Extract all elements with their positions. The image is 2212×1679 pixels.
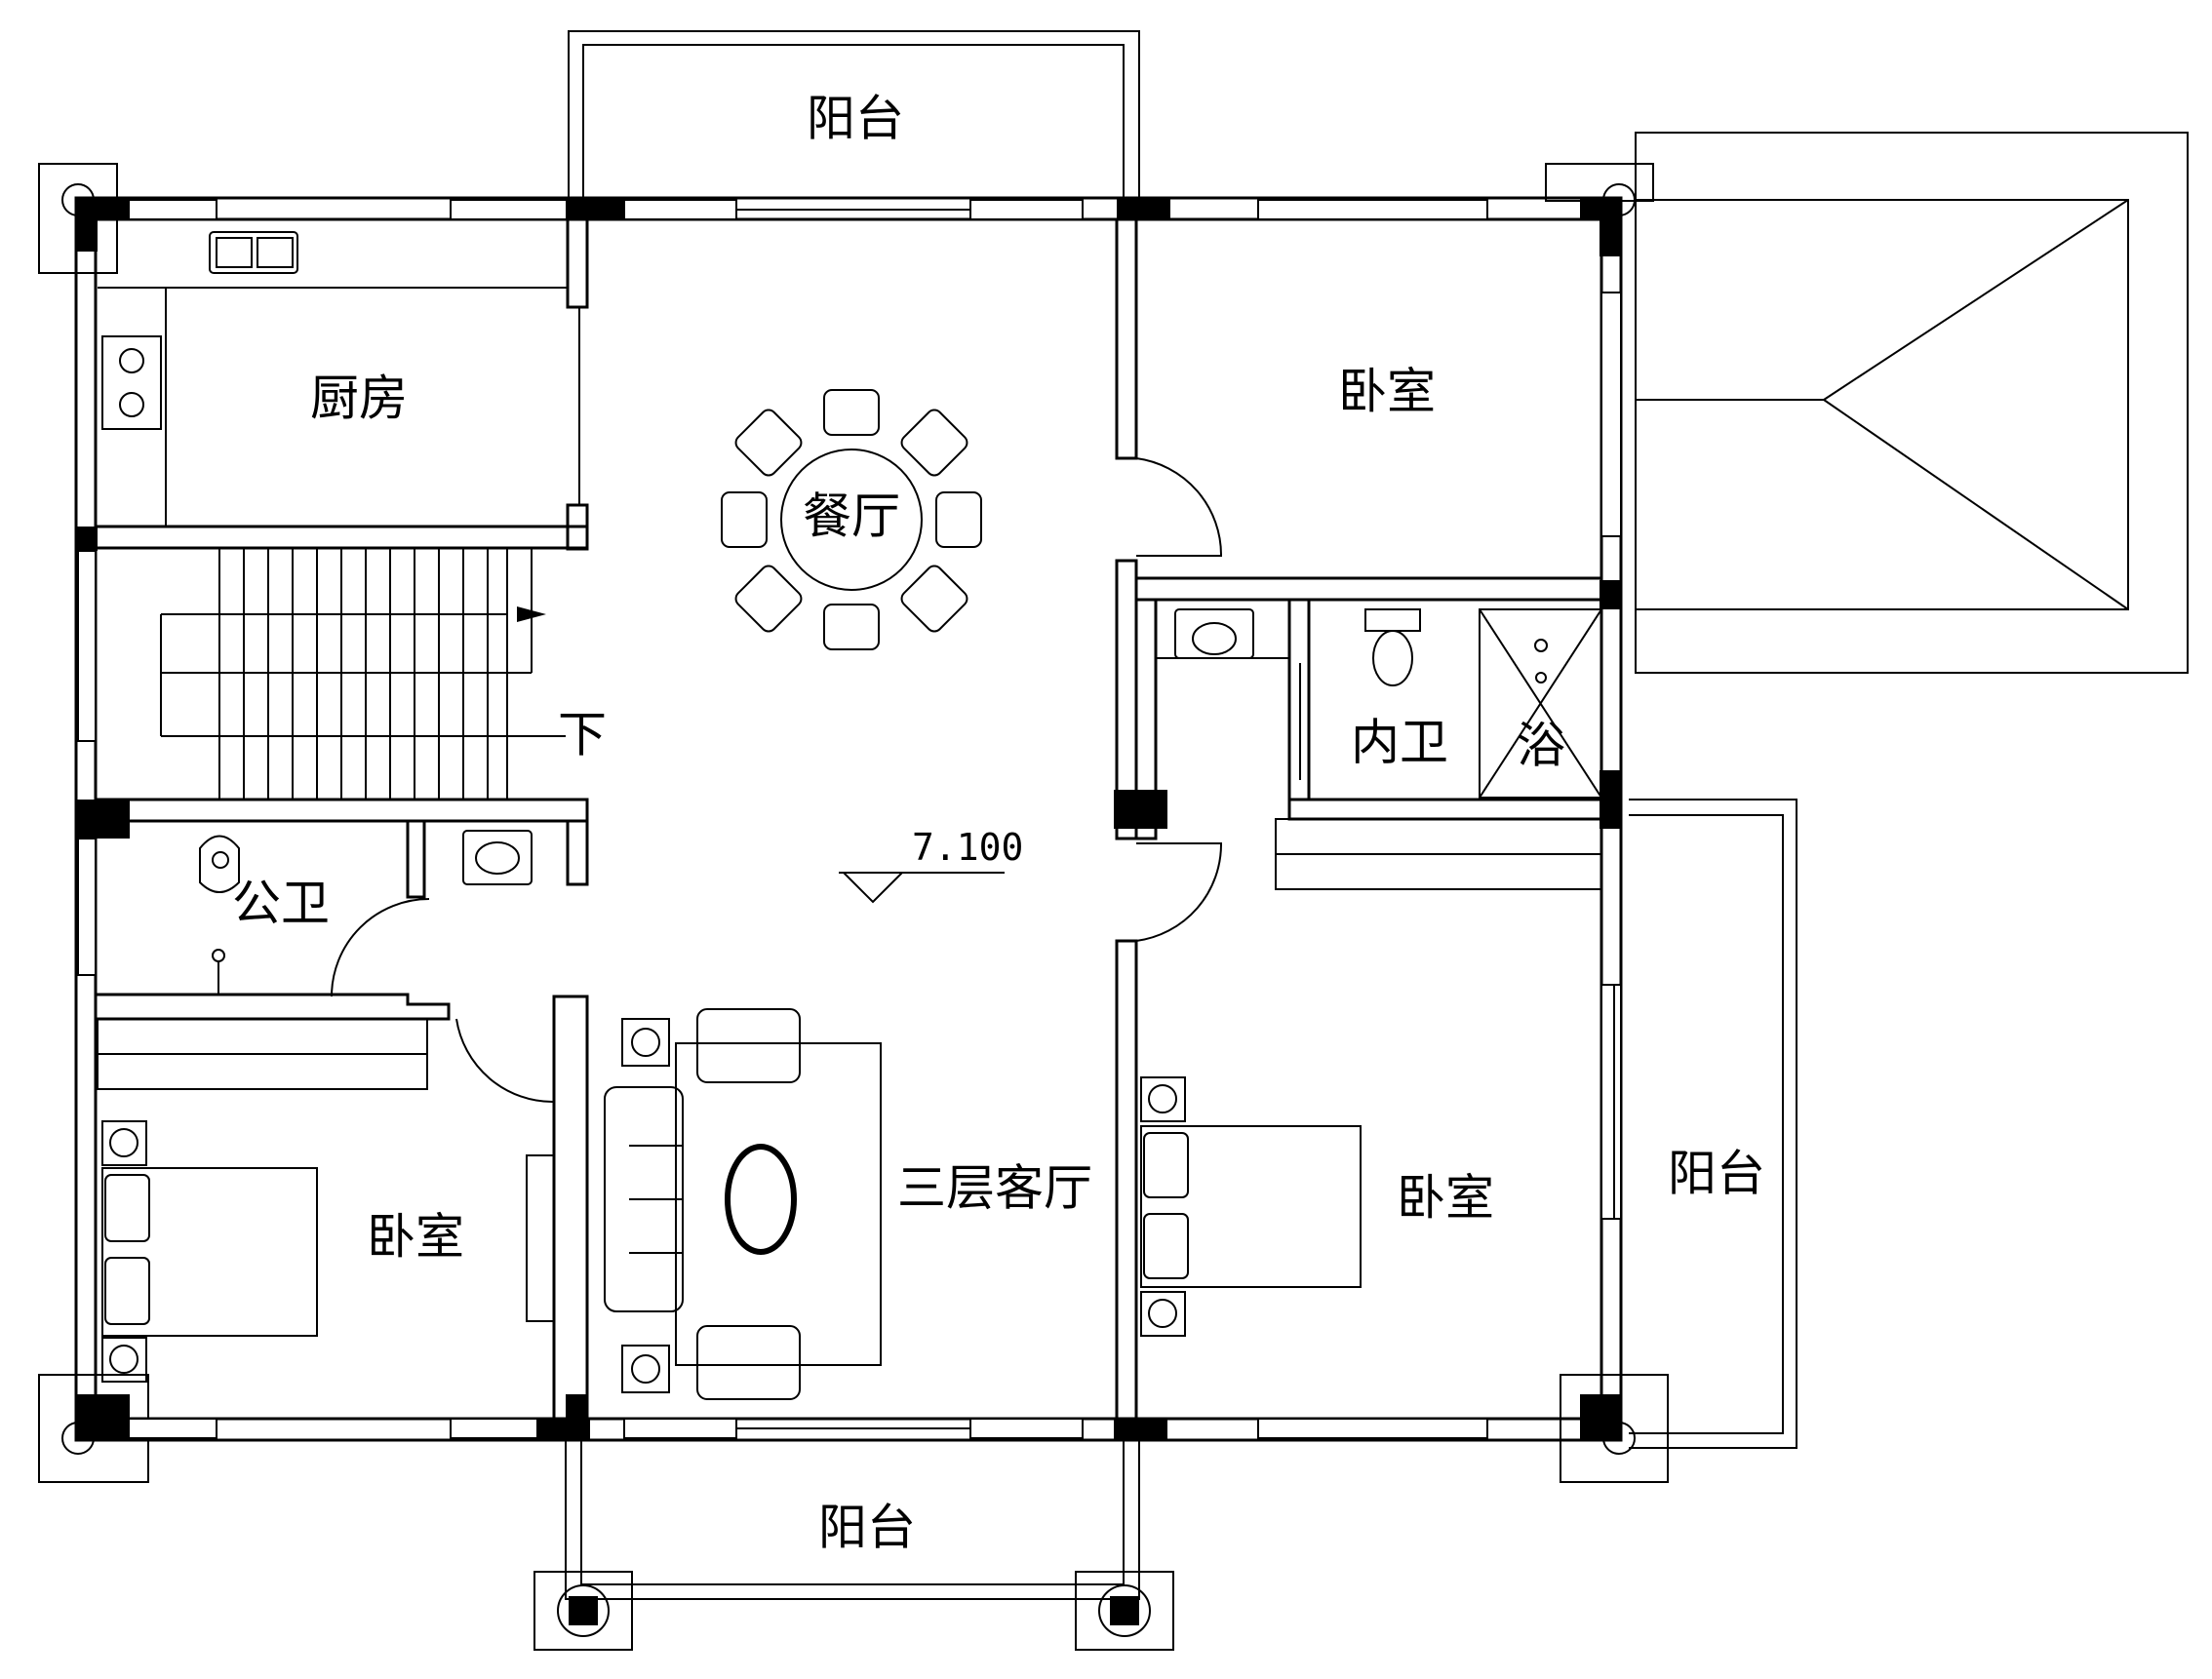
label-bedroom-sw: 卧室 [367, 1209, 464, 1266]
label-living: 三层客厅 [897, 1160, 1092, 1217]
doors [331, 307, 1615, 1219]
label-kitchen: 厨房 [310, 371, 408, 427]
label-public-wc: 公卫 [232, 876, 330, 932]
label-balcony-top: 阳台 [807, 91, 904, 147]
dining-table [721, 389, 982, 650]
elevation-marker [839, 872, 1005, 904]
label-elevation: 7.100 [912, 826, 1023, 869]
label-dining: 餐厅 [803, 488, 900, 545]
label-balcony-bottom: 阳台 [818, 1500, 916, 1556]
wardrobes [97, 818, 1602, 1090]
label-bedroom-ne: 卧室 [1338, 364, 1436, 420]
staircase [160, 548, 566, 800]
label-stair-down: 下 [558, 707, 607, 763]
bed-sw [101, 1120, 555, 1383]
balcony-bottom-outline [533, 1438, 1174, 1651]
inner-bath-fixtures [199, 608, 1602, 995]
bed-se [1140, 1076, 1362, 1337]
structural-columns [76, 198, 1621, 1440]
living-furniture [604, 1008, 882, 1400]
roof-east-outline [1635, 132, 2189, 674]
balcony-east-outline [1629, 799, 1797, 1449]
kitchen-fixtures [98, 231, 568, 527]
label-shower: 浴 [1517, 718, 1565, 774]
corner-columns [38, 163, 1669, 1483]
label-bedroom-se: 卧室 [1397, 1170, 1494, 1227]
windows [77, 199, 1622, 1439]
label-inner-bath: 内卫 [1351, 715, 1448, 771]
balcony-top-outline [568, 30, 1140, 200]
label-balcony-east: 阳台 [1668, 1146, 1765, 1202]
